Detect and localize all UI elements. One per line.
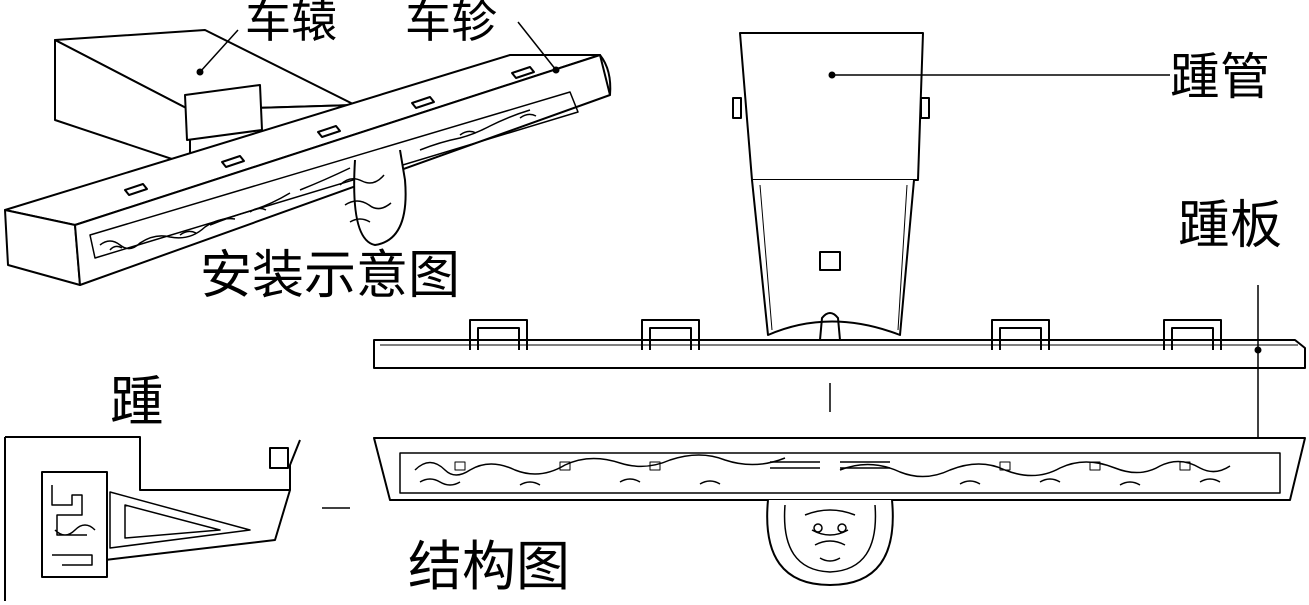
leader-zhen	[517, 21, 557, 71]
label-install-diagram: 安装示意图	[200, 246, 461, 306]
leader-yuan	[199, 29, 239, 73]
label-zhong-ban: 踵板	[1178, 196, 1283, 256]
heel-side-view	[4, 436, 301, 601]
crossbeam-zhen	[4, 54, 612, 286]
heel-tube	[732, 32, 930, 341]
heel-plate-bar	[373, 319, 1306, 369]
label-structure-diagram: 结构图	[408, 535, 570, 598]
decorated-plate	[373, 437, 1306, 586]
label-zhen: 车轸	[405, 0, 497, 48]
label-yuan: 车辕	[245, 0, 337, 48]
label-zhong-guan: 踵管	[1170, 48, 1270, 106]
label-zhong: 踵	[110, 370, 164, 433]
installation-drawing	[4, 29, 612, 286]
